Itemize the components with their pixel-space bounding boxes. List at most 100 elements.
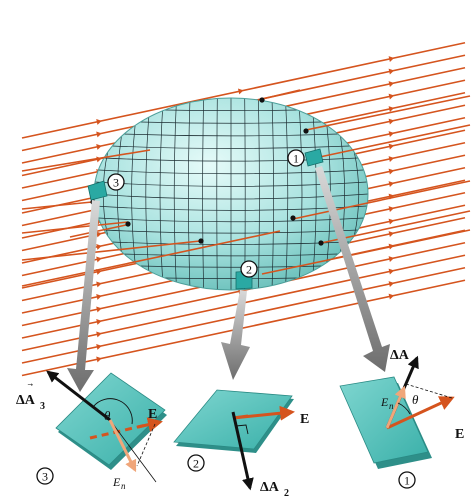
field-line-arrowhead	[96, 131, 102, 138]
front-field-lines	[21, 89, 471, 287]
grid-meridian	[216, 98, 218, 290]
plate-1	[339, 376, 429, 464]
region-label-3: 3	[107, 173, 125, 191]
field-line-arrowhead	[388, 81, 395, 87]
area-vector-3	[46, 370, 111, 422]
grid-meridian	[159, 110, 163, 278]
grid-parallel	[164, 277, 298, 279]
field-line-arrowhead	[388, 181, 395, 187]
grid-parallel	[124, 133, 338, 137]
charge-crossing-dot	[303, 128, 309, 134]
field-line-arrowhead	[96, 281, 102, 288]
grid-meridian	[258, 99, 260, 289]
charge-crossing-dot	[125, 221, 131, 227]
patch-1	[304, 148, 324, 167]
panel-2-number: 2	[193, 457, 199, 471]
normal-component-1	[385, 385, 406, 429]
region-2-number: 2	[246, 263, 252, 277]
field-line-arrowhead	[96, 343, 102, 350]
field-line-segment	[314, 124, 471, 159]
region-1-number: 1	[293, 152, 299, 166]
area-subscript-3: 3	[40, 401, 45, 412]
zoom-arrow-3	[67, 200, 100, 392]
panel-3-number: 3	[42, 470, 48, 484]
zoom-arrow-1	[315, 166, 390, 372]
region-3-number: 3	[113, 176, 119, 190]
right-angle-2	[235, 424, 249, 435]
plate-2	[173, 389, 293, 450]
grid-meridian	[271, 102, 274, 286]
field-line-arrowhead	[388, 268, 395, 275]
surface-patches	[87, 148, 324, 290]
area-subscript-1: 1	[414, 356, 419, 367]
field-line-segment	[320, 210, 471, 244]
area-vector-2	[231, 411, 254, 491]
field-line-arrowhead	[388, 56, 395, 62]
field-line-arrowhead	[388, 131, 395, 137]
grid-parallel	[164, 109, 298, 111]
field-label-2: E	[300, 412, 309, 427]
grid-parallel	[124, 253, 338, 257]
field-line-segment	[21, 230, 281, 287]
grid-meridian	[117, 136, 122, 252]
field-vector-3	[137, 417, 163, 432]
charge-crossing-dot	[290, 215, 296, 221]
en-subscript-3: n	[121, 481, 126, 491]
panel-1-number: 1	[404, 474, 410, 488]
region-label-1: 1	[287, 149, 305, 167]
field-line-arrowhead	[388, 281, 395, 287]
theta-3: θ	[104, 408, 111, 423]
normal-line-3	[109, 419, 157, 483]
projection-line-3	[136, 423, 156, 467]
field-line-arrowhead	[96, 293, 102, 300]
normal-component-3	[108, 419, 137, 473]
region-label-2: 2	[240, 260, 258, 278]
area-label-3: ΔA	[16, 393, 36, 408]
charge-crossing-dot	[318, 240, 324, 246]
field-line-arrowhead	[388, 143, 395, 150]
field-vector-1	[386, 396, 455, 430]
field-line-arrowhead	[96, 143, 102, 150]
patch-3	[87, 180, 108, 201]
en-label-1: E	[380, 395, 389, 409]
field-line-segment	[292, 180, 471, 220]
field-line-arrowhead	[388, 218, 395, 225]
grid-parallel	[103, 157, 359, 162]
field-line-arrowhead	[388, 206, 395, 212]
zoom-arrows	[67, 166, 390, 392]
field-line-segment	[21, 149, 151, 172]
field-line-segment	[305, 95, 471, 131]
field-line-arrowhead	[388, 106, 395, 112]
grid-parallel	[94, 193, 368, 200]
field-line-segment	[21, 240, 201, 261]
panel-1: θ E n ΔA 1 E 1	[339, 348, 464, 489]
zoom-arrow-2	[221, 290, 250, 380]
field-line-arrowhead	[388, 293, 395, 300]
field-line-arrowhead	[96, 256, 102, 263]
grid-meridian	[299, 110, 303, 278]
field-line-arrowhead	[388, 156, 395, 162]
charge-crossing-dot	[198, 238, 204, 244]
panel-1-circle	[398, 471, 416, 489]
field-line-segment	[261, 229, 471, 275]
projection-line-1	[405, 383, 453, 399]
panel-3: θ ΔA 3 ⃗ E E n 3	[16, 370, 167, 491]
angle-arc-1	[397, 402, 411, 415]
panel-3-circle	[36, 467, 54, 485]
field-line-arrowhead	[96, 231, 102, 238]
grid-parallel	[112, 145, 350, 149]
theta-1: θ	[412, 392, 419, 407]
field-line-arrowhead	[388, 256, 395, 262]
area-subscript-2: 2	[284, 488, 289, 499]
field-line-arrowhead	[96, 318, 102, 325]
field-line-segment	[69, 224, 127, 238]
grid-meridian	[353, 152, 360, 236]
grid-parallel	[140, 121, 322, 124]
field-line-arrowhead	[388, 118, 395, 125]
area-label-2: ΔA	[260, 480, 280, 495]
grid-parallel	[103, 229, 359, 234]
arrow-over-a3: ⃗	[27, 383, 33, 386]
field-line-arrowhead	[96, 306, 102, 313]
